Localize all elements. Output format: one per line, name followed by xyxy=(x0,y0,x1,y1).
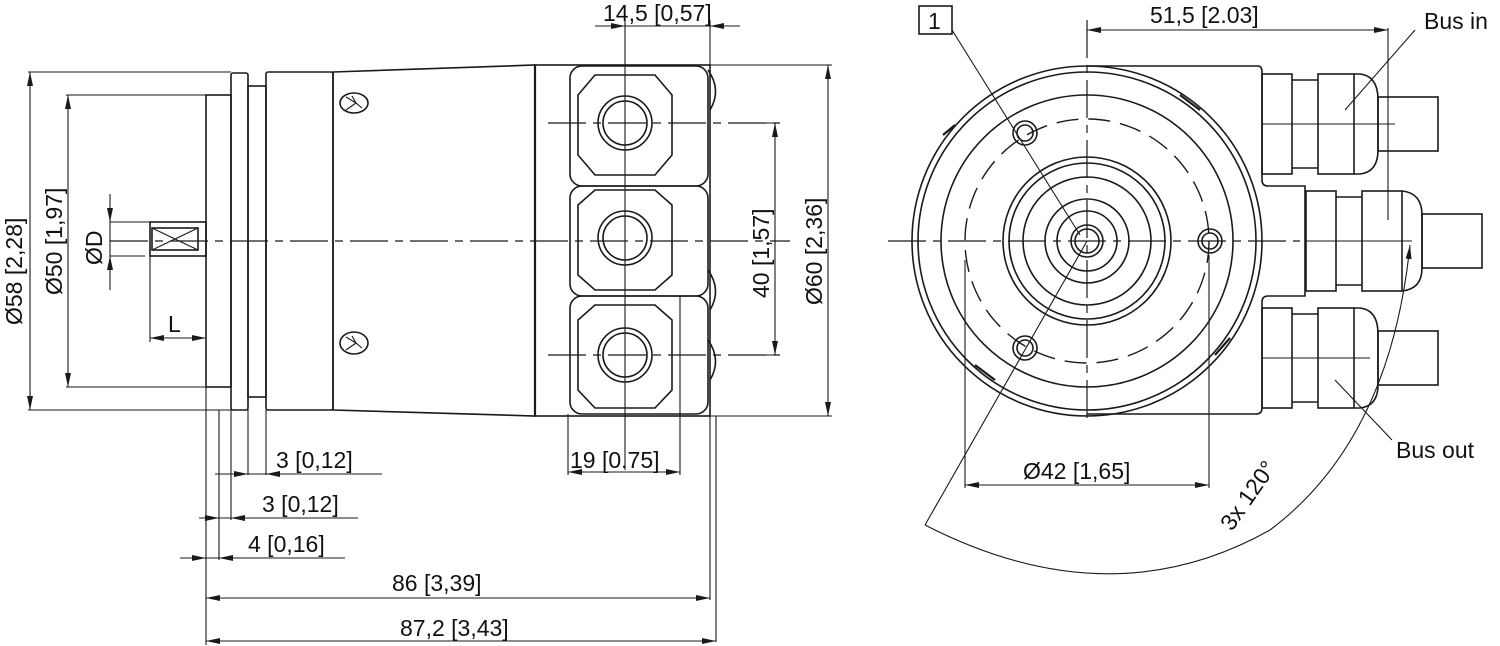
dim-4: 4 [0,16] xyxy=(248,531,325,557)
dim-dia-50: Ø50 [1,97] xyxy=(41,188,67,295)
connector-bus-in xyxy=(1261,73,1439,175)
label-bus-in: Bus in xyxy=(1424,8,1488,34)
callout-box xyxy=(918,5,953,35)
callout-number: 1 xyxy=(928,8,941,34)
dim-51-5: 51,5 [2.03] xyxy=(1150,2,1259,28)
dim-40: 40 [1,57] xyxy=(748,208,774,298)
front-view: 1 xyxy=(888,2,1488,575)
dim-L: L xyxy=(168,311,181,337)
dim-dia-60: Ø60 [2,36] xyxy=(801,198,827,305)
dim-dia-42: Ø42 [1,65] xyxy=(1023,458,1130,484)
dim-angle-120: 3x 120° xyxy=(1215,456,1281,535)
side-view: Ø58 [2,28] Ø50 [1,97] ØD L 14,5 [0,57] 4… xyxy=(1,0,832,645)
flange xyxy=(205,71,334,411)
dim-19: 19 [0.75] xyxy=(570,447,660,473)
dim-86: 86 [3,39] xyxy=(392,570,482,596)
dim-3-a: 3 [0,12] xyxy=(276,447,353,473)
screw-icon xyxy=(339,331,369,355)
dim-14-5: 14,5 [0,57] xyxy=(603,0,712,26)
connector-bus-out xyxy=(1261,307,1439,409)
dim-dia-58: Ø58 [2,28] xyxy=(1,218,27,325)
shaft xyxy=(149,221,207,257)
screw-icon xyxy=(339,92,369,114)
label-bus-out: Bus out xyxy=(1396,437,1475,463)
connector-block xyxy=(534,20,780,470)
dim-dia-D: ØD xyxy=(81,231,107,266)
dim-3-b: 3 [0,12] xyxy=(262,491,339,517)
connector-power xyxy=(1305,190,1483,292)
dim-87-2: 87,2 [3,43] xyxy=(400,615,509,641)
